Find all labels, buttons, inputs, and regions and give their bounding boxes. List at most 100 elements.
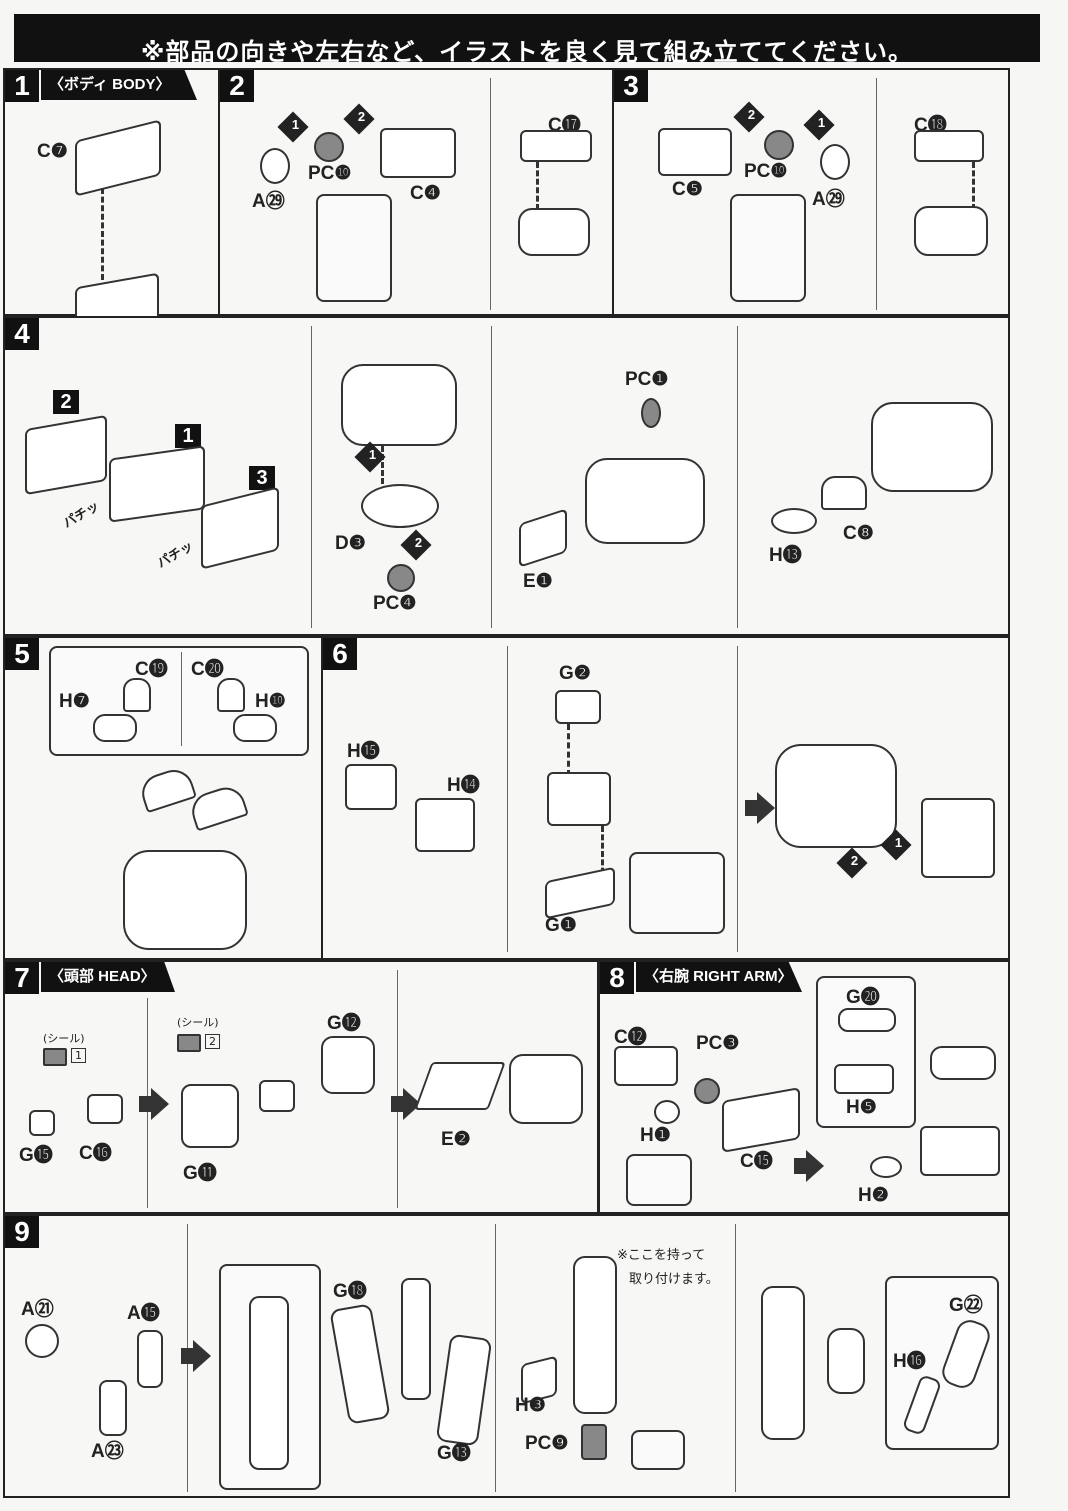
part-label: G❶ (545, 915, 577, 936)
handling-note: ※ここを持って (617, 1248, 706, 1263)
torso-assembly (775, 744, 897, 848)
assembly-line (972, 162, 975, 210)
section-title: 〈ボディ BODY〉 (41, 70, 197, 100)
part-c16 (87, 1094, 123, 1124)
assembly-line (101, 188, 104, 280)
part-label: E❷ (441, 1129, 471, 1150)
ear-cover-left (137, 764, 197, 814)
step-6-panel: 6 H⓯ H⓮ G❷ G❶ 1 2 (321, 636, 1010, 960)
part-label: PC❸ (696, 1033, 740, 1054)
part-g13 (435, 1333, 493, 1447)
torso-assembly (123, 850, 247, 950)
part-g11 (181, 1084, 239, 1148)
panel-divider (490, 78, 491, 310)
arm-frame (401, 1278, 431, 1400)
part-label: H❶ (640, 1125, 671, 1146)
part-a29 (260, 148, 290, 184)
part-label: H⓰ (893, 1351, 926, 1372)
part-c15 (722, 1087, 800, 1153)
header-title: ※部品の向きや左右など、イラストを良く見て組み立ててください。 (141, 38, 913, 66)
head-assembly (509, 1054, 583, 1124)
part-pc3 (694, 1078, 720, 1104)
sub-assembly-marker: 3 (249, 466, 275, 490)
part-label: C⓴ (191, 659, 224, 680)
section-title: 〈頭部 HEAD〉 (41, 962, 175, 992)
part-label: G⓲ (333, 1281, 367, 1302)
step-order-badge: 2 (836, 847, 868, 879)
step-5-panel: 5 C⓳ C⓴ H❼ H❿ (3, 636, 323, 960)
part-label: C❺ (672, 179, 703, 200)
part-g18 (329, 1303, 391, 1425)
part-e1 (519, 508, 567, 568)
sticker-icon (177, 1034, 201, 1052)
part-c8 (821, 476, 867, 510)
arm-frame (249, 1296, 289, 1470)
part-h5 (834, 1064, 894, 1094)
part-label: H❷ (858, 1185, 889, 1206)
detail-inset (631, 1430, 685, 1470)
part-label: C❹ (410, 183, 441, 204)
part-h15 (345, 764, 397, 810)
part-label: H❿ (255, 691, 286, 712)
part-label: C❼ (37, 141, 68, 162)
sub-assembly-marker: 1 (175, 424, 201, 448)
sticker-number: 1 (71, 1048, 86, 1063)
part-h13 (771, 508, 817, 534)
part-c18 (914, 130, 984, 162)
assembled-body (914, 206, 988, 256)
part-label: A⓯ (127, 1303, 160, 1324)
panel-divider (876, 78, 877, 310)
part-c5 (658, 128, 732, 176)
arm-assembly (920, 1126, 1000, 1176)
torso-assembly (871, 402, 993, 492)
part-g1 (545, 866, 615, 920)
part-a23 (99, 1380, 127, 1436)
part-g20 (838, 1008, 896, 1032)
step-number: 6 (323, 638, 357, 670)
next-arrow (139, 1088, 169, 1120)
sticker-number: 2 (205, 1034, 220, 1049)
step-order-badge: 1 (803, 109, 835, 141)
handling-note: 取り付けます。 (629, 1272, 719, 1287)
step-number: 5 (5, 638, 39, 670)
part-label: H❺ (846, 1097, 877, 1118)
assembly-line (381, 446, 384, 484)
part-label: G⓴ (846, 987, 880, 1008)
part-h7 (93, 714, 137, 742)
part-label: C⓳ (135, 659, 168, 680)
part-label: E❶ (523, 571, 553, 592)
panel-divider (737, 646, 738, 952)
step-order-badge: 2 (400, 529, 432, 561)
part-label: PC❹ (373, 593, 417, 614)
part-c20 (217, 678, 245, 712)
part-label: PC❿ (308, 163, 352, 184)
part-h14 (415, 798, 475, 852)
part-a15 (137, 1330, 163, 1388)
part-label: H⓮ (447, 775, 480, 796)
part-h2 (870, 1156, 902, 1178)
part-pc10 (764, 130, 794, 160)
part-label: C⓰ (79, 1143, 112, 1164)
snap-sound: パチッ (154, 538, 197, 572)
detail-inset (816, 976, 916, 1128)
torso-assembly (341, 364, 457, 446)
part-label: PC❶ (625, 369, 669, 390)
assembly-line (567, 724, 570, 776)
part-a21 (25, 1324, 59, 1358)
shoulder-armor (930, 1046, 996, 1080)
step-3-panel: 3 2 1 C❺ PC❿ A㉙ C⓲ (612, 68, 1010, 316)
page-header: ※部品の向きや左右など、イラストを良く見て組み立ててください。 (14, 14, 1040, 66)
step-number: 8 (600, 962, 634, 994)
part-pc4 (387, 564, 415, 592)
part-label: A㉙ (252, 191, 285, 212)
part-label: H❼ (59, 691, 90, 712)
sub-assembly-2 (25, 414, 107, 496)
panel-divider (507, 646, 508, 952)
part-c4 (380, 128, 456, 178)
part-h1 (654, 1100, 680, 1124)
next-arrow (745, 792, 775, 824)
step-7-panel: 7 〈頭部 HEAD〉 (シール) 1 G⓯ C⓰ (シール) 2 G⓫ G⓬ … (3, 960, 599, 1214)
part-label: A㉑ (21, 1299, 54, 1320)
part-c7 (75, 119, 161, 197)
part-g15 (29, 1110, 55, 1136)
